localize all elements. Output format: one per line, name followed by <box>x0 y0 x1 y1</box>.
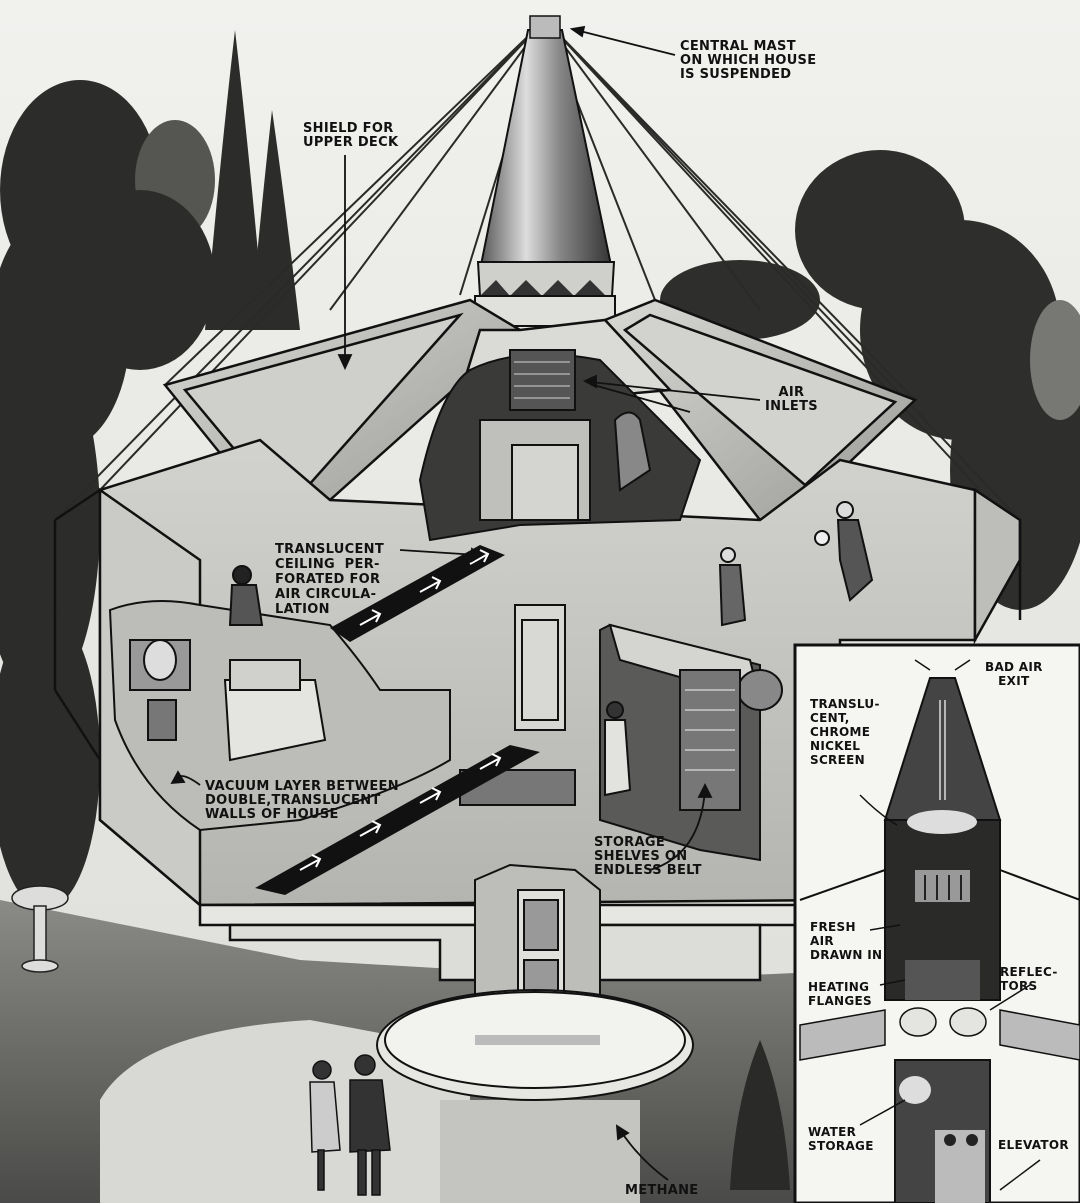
central-mast <box>474 15 616 327</box>
inset-label-reflectors: REFLEC- TORS <box>1000 965 1058 993</box>
air-ducts <box>255 545 540 895</box>
inset-label-fresh-air: FRESH AIR DRAWN IN <box>810 920 883 962</box>
central-column <box>376 863 694 1101</box>
cypress-tree <box>730 1040 790 1190</box>
inset-label-elevator: ELEVATOR <box>998 1138 1069 1152</box>
label-shield-upper-deck: SHIELD FOR UPPER DECK <box>303 121 399 150</box>
couple <box>309 1054 391 1196</box>
label-methane: METHANE <box>625 1183 699 1198</box>
label-central-mast: CENTRAL MAST ON WHICH HOUSE IS SUSPENDED <box>680 39 817 82</box>
lower-cutaway <box>108 565 783 862</box>
trees-left <box>0 30 300 910</box>
label-air-inlets: AIR INLETS <box>765 385 818 414</box>
label-storage-shelves: STORAGE SHELVES ON ENDLESS BELT <box>594 835 702 878</box>
label-translucent-ceiling: TRANSLUCENT CEILING PER- FORATED FOR AIR… <box>275 542 385 617</box>
inset-label-screen: TRANSLU- CENT, CHROME NICKEL SCREEN <box>810 697 880 767</box>
inset-label-heating-flanges: HEATING FLANGES <box>808 980 872 1008</box>
leader-arrows <box>170 25 761 1181</box>
bird-bath <box>11 885 69 973</box>
inset-panel <box>793 643 1080 1203</box>
label-vacuum-layer: VACUUM LAYER BETWEEN DOUBLE,TRANSLUCENT … <box>205 779 399 822</box>
inset-label-bad-air-exit: BAD AIR EXIT <box>985 660 1043 688</box>
upper-cutaway <box>418 349 874 627</box>
inset-label-water-storage: WATER STORAGE <box>808 1125 874 1153</box>
trees-right <box>660 150 1080 610</box>
